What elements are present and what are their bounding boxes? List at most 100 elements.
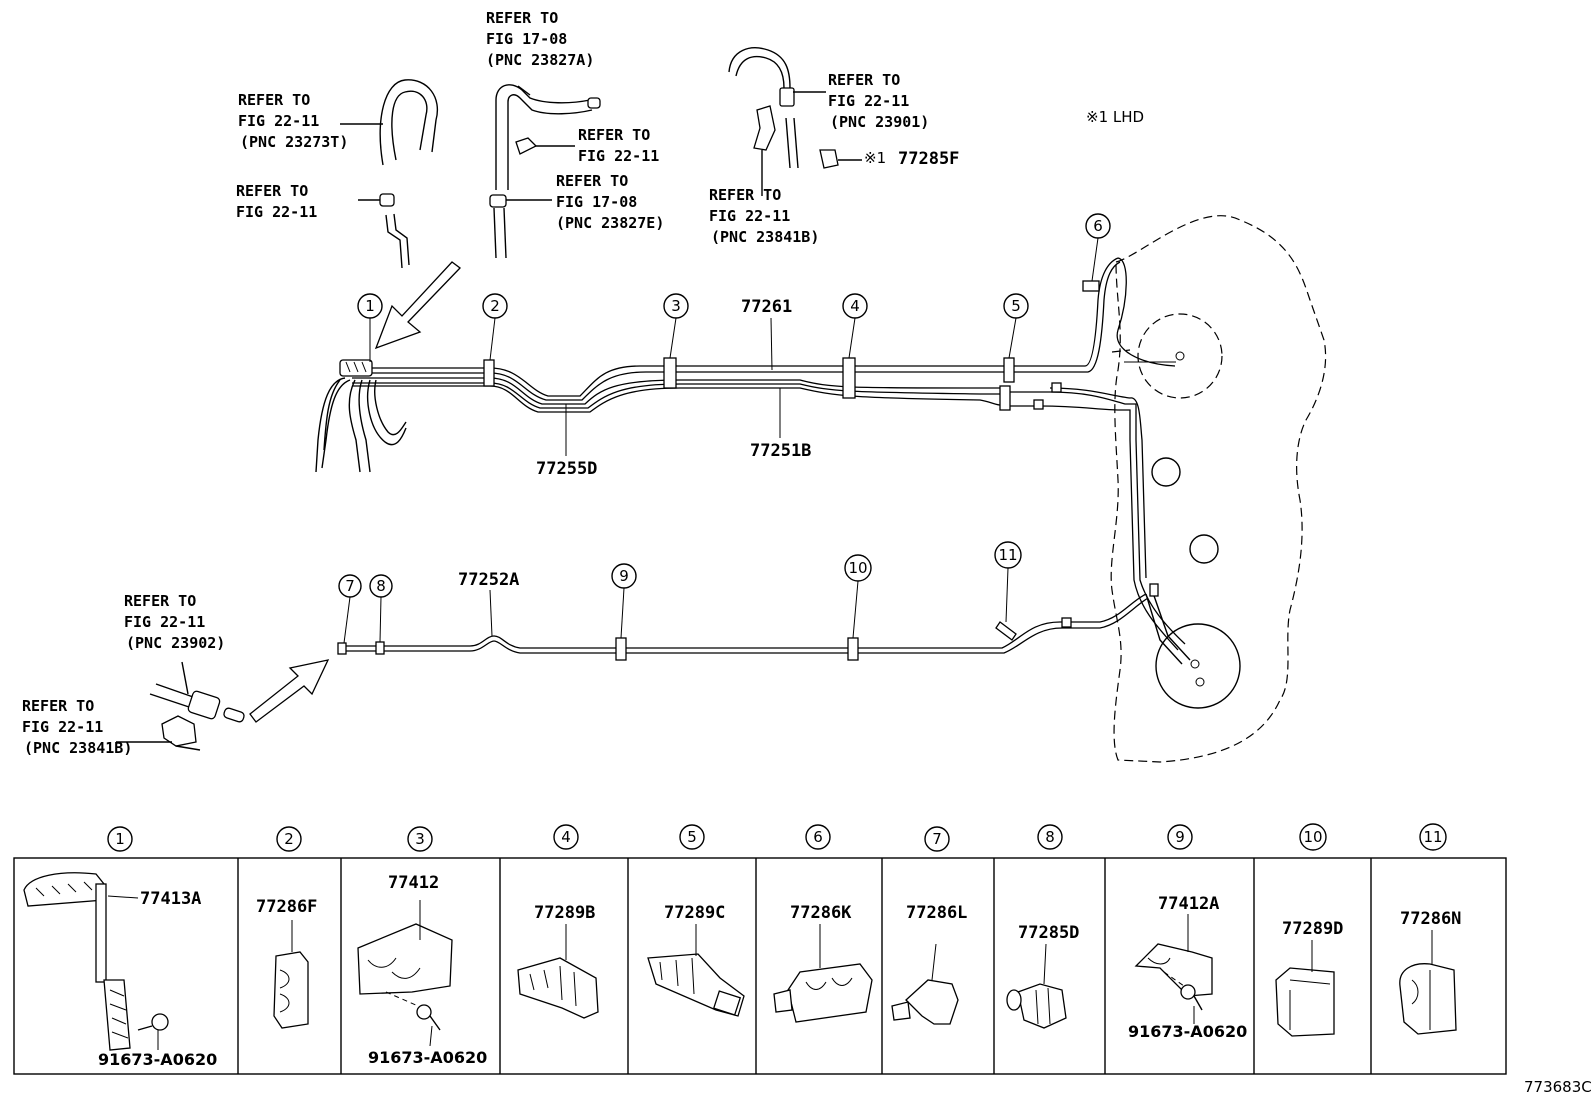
svg-text:FIG 22-11: FIG 22-11 [236, 203, 317, 221]
svg-text:(PNC 23902): (PNC 23902) [126, 634, 225, 652]
svg-text:REFER TO: REFER TO [236, 182, 308, 200]
svg-text:(PNC 23841B): (PNC 23841B) [24, 739, 132, 757]
ref-label-pnc-23901: REFER TO FIG 22-11 (PNC 23901) [828, 71, 929, 131]
svg-text:9: 9 [619, 567, 629, 585]
ref-label-pnc-23827a: REFER TO FIG 17-08 (PNC 23827A) [486, 9, 594, 69]
svg-text:10: 10 [848, 559, 867, 577]
svg-text:FIG 22-11: FIG 22-11 [124, 613, 205, 631]
table-col-2-num: 2 [276, 826, 302, 852]
table-col-11-parts: 77286N [1400, 909, 1461, 929]
hose-23827-icon [489, 84, 601, 259]
callout-1: 1 [357, 293, 383, 362]
part-77412a-icon [1134, 914, 1213, 1024]
svg-text:(PNC 23901): (PNC 23901) [830, 113, 929, 131]
svg-text:11: 11 [998, 546, 1017, 564]
callout-3: 3 [663, 293, 689, 359]
svg-text:FIG 22-11: FIG 22-11 [709, 207, 790, 225]
svg-text:8: 8 [1045, 828, 1055, 846]
svg-text:FIG 22-11: FIG 22-11 [578, 147, 659, 165]
table-col-9-num: 9 [1167, 824, 1193, 850]
clamp-2-icon [483, 359, 495, 387]
svg-text:1: 1 [365, 297, 375, 315]
svg-text:77252A: 77252A [458, 570, 519, 590]
ref-label-pnc-23273t: REFER TO FIG 22-11 (PNC 23273T) [238, 91, 348, 151]
svg-text:4: 4 [850, 297, 860, 315]
lower-pipe-77252a [337, 583, 1191, 665]
svg-text:5: 5 [1011, 297, 1021, 315]
svg-text:77255D: 77255D [536, 459, 597, 479]
callout-5: 5 [1003, 293, 1029, 359]
svg-text:6: 6 [1093, 217, 1103, 235]
clamp-4-icon [842, 357, 856, 399]
svg-text:8: 8 [376, 577, 386, 595]
part-77285f-label: ※1 77285F [864, 149, 959, 169]
svg-text:91673-A0620: 91673-A0620 [368, 1048, 487, 1067]
svg-text:77412A: 77412A [1158, 894, 1219, 914]
svg-text:10: 10 [1303, 828, 1322, 846]
part-77286l-icon [891, 943, 959, 1025]
part-77289b-icon [517, 924, 599, 1019]
svg-text:(PNC 23827A): (PNC 23827A) [486, 51, 594, 69]
svg-text:5: 5 [687, 828, 697, 846]
table-col-2-parts: 77286F [256, 897, 317, 917]
diagram-id: 773683C [1524, 1078, 1592, 1096]
arrow-pointer-top [374, 261, 461, 350]
table-col-6-num: 6 [805, 824, 831, 850]
ref-label-fig-22-11-left: REFER TO FIG 22-11 [236, 182, 317, 221]
part-77286k-icon [773, 924, 873, 1023]
svg-text:REFER TO: REFER TO [22, 697, 94, 715]
table-col-3-num: 3 [407, 826, 433, 852]
hose-23273t-icon [340, 79, 438, 269]
pipe-label-77261: 77261 [741, 297, 792, 371]
svg-text:91673-A0620: 91673-A0620 [1128, 1022, 1247, 1041]
joint-23902-icon [116, 661, 245, 751]
part-77413a-icon [23, 872, 169, 1051]
pipe-label-77255d: 77255D [536, 404, 597, 479]
part-77289c-icon [647, 924, 745, 1017]
svg-text:(PNC 23273T): (PNC 23273T) [240, 133, 348, 151]
table-col-5-num: 5 [679, 824, 705, 850]
svg-text:2: 2 [490, 297, 500, 315]
svg-text:77251B: 77251B [750, 441, 811, 461]
table-col-10-num: 10 [1299, 823, 1327, 851]
table-col-11-num: 11 [1419, 823, 1447, 851]
svg-text:7: 7 [932, 830, 942, 848]
pipe-label-77251b: 77251B [750, 388, 811, 461]
svg-text:2: 2 [284, 830, 294, 848]
svg-text:6: 6 [813, 828, 823, 846]
table-col-1-parts: 77413A 91673-A0620 [98, 889, 217, 1069]
svg-text:7: 7 [345, 577, 355, 595]
left-hose-bundle [315, 359, 407, 473]
part-77412-icon [357, 900, 453, 1047]
ref-label-pnc-23841b-bottom: REFER TO FIG 22-11 (PNC 23841B) [22, 697, 132, 757]
callout-9: 9 [611, 563, 637, 639]
callout-10: 10 [844, 554, 872, 639]
ref-label-pnc-23841b-top: REFER TO FIG 22-11 (PNC 23841B) [709, 186, 819, 246]
table-col-5-parts: 77289C [664, 903, 725, 923]
table-col-8-num: 8 [1037, 824, 1063, 850]
parts-table [13, 857, 1507, 1075]
callout-7: 7 [338, 574, 362, 644]
callout-2: 2 [482, 293, 508, 361]
hose-23901-icon [728, 47, 862, 196]
callout-4: 4 [842, 293, 868, 359]
table-col-9-parts: 77412A 91673-A0620 [1128, 894, 1247, 1041]
svg-text:FIG 17-08: FIG 17-08 [556, 193, 637, 211]
svg-text:77412: 77412 [388, 873, 439, 893]
table-col-7-parts: 77286L [906, 903, 967, 923]
svg-text:77413A: 77413A [140, 889, 201, 909]
clamp-6-icon [1082, 280, 1100, 292]
vehicle-body-outline [1110, 215, 1327, 763]
part-77289d-icon [1275, 940, 1335, 1037]
svg-text:FIG 22-11: FIG 22-11 [22, 718, 103, 736]
svg-text:REFER TO: REFER TO [578, 126, 650, 144]
svg-text:※1: ※1 [864, 149, 886, 167]
callout-8: 8 [369, 574, 393, 643]
arrow-pointer-bottom [249, 659, 330, 723]
svg-text:REFER TO: REFER TO [709, 186, 781, 204]
svg-text:FIG 22-11: FIG 22-11 [828, 92, 909, 110]
table-col-1-num: 1 [107, 826, 133, 852]
svg-text:77261: 77261 [741, 297, 792, 317]
table-col-8-parts: 77285D [1018, 923, 1079, 943]
